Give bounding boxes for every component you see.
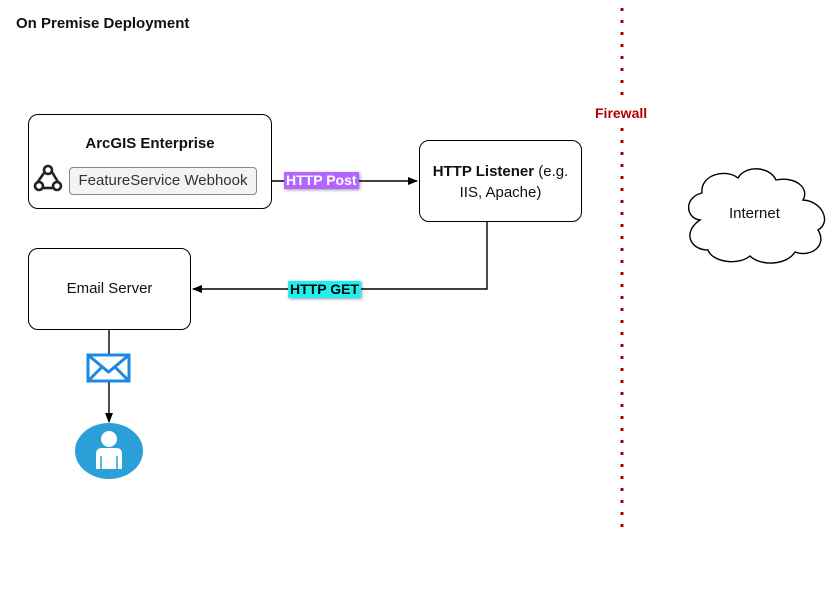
http-get-label: HTTP GET	[288, 281, 361, 298]
http-listener-rest-2: IIS, Apache)	[459, 184, 542, 201]
http-listener-bold: HTTP Listener	[432, 163, 535, 180]
page-title: On Premise Deployment	[16, 15, 190, 32]
webhook-icon	[33, 164, 63, 192]
http-listener-node[interactable]: HTTP Listener (e.g. IIS, Apache)	[419, 140, 582, 222]
http-post-label: HTTP Post	[284, 172, 359, 189]
cloud-icon	[687, 168, 826, 264]
email-server-node[interactable]: Email Server	[28, 248, 191, 330]
user-icon	[75, 423, 143, 479]
email-server-label: Email Server	[66, 280, 153, 297]
envelope-icon	[86, 353, 131, 383]
http-listener-rest-1: (e.g.	[534, 163, 569, 180]
edge-http-get	[192, 222, 488, 293]
http-listener-label: HTTP Listener (e.g. IIS, Apache)	[424, 161, 577, 203]
arcgis-enterprise-node[interactable]: ArcGIS Enterprise FeatureService Webhook	[28, 114, 272, 209]
arcgis-enterprise-title: ArcGIS Enterprise	[85, 135, 215, 152]
firewall-label: Firewall	[595, 104, 648, 122]
internet-label: Internet	[729, 205, 780, 222]
featureservice-webhook-label[interactable]: FeatureService Webhook	[69, 167, 257, 195]
